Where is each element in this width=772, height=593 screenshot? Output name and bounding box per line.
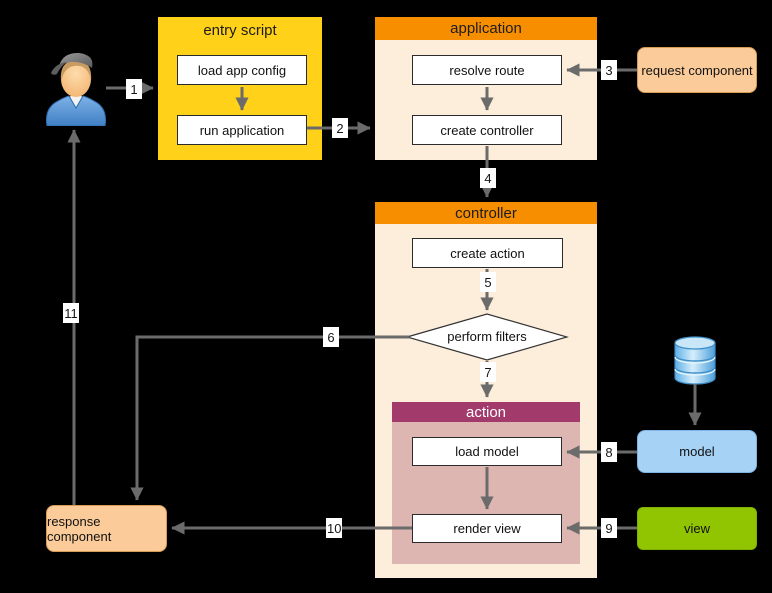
process-resolve-route: resolve route (412, 55, 562, 85)
edge-label-9: 9 (601, 518, 617, 538)
view-node: view (637, 507, 757, 550)
process-create-controller: create controller (412, 115, 562, 145)
application-title: application (375, 17, 597, 40)
edge-label-6: 6 (323, 327, 339, 347)
perform-filters-diamond (405, 313, 569, 361)
arrow-6-filters-to-response (130, 335, 409, 501)
user-icon (46, 52, 106, 126)
edge-label-2: 2 (332, 118, 348, 138)
edge-label-8: 8 (601, 442, 617, 462)
perform-filters-label: perform filters (447, 329, 527, 344)
request-component-node: request component (637, 47, 757, 93)
process-render-view: render view (412, 514, 562, 543)
edge-label-4: 4 (480, 168, 496, 188)
process-load-app-config: load app config (177, 55, 307, 85)
edge-label-10: 10 (326, 518, 343, 538)
entry-script-title: entry script (203, 22, 277, 39)
edge-label-3: 3 (601, 60, 617, 80)
database-icon (674, 336, 716, 385)
edge-label-1: 1 (126, 79, 142, 99)
edge-label-7: 7 (480, 362, 496, 382)
edge-label-11: 11 (63, 303, 79, 323)
edge-label-5: 5 (480, 272, 496, 292)
process-load-model: load model (412, 437, 562, 466)
controller-title: controller (375, 202, 597, 224)
process-run-application: run application (177, 115, 307, 145)
process-create-action: create action (412, 238, 563, 268)
action-title: action (392, 402, 580, 422)
model-node: model (637, 430, 757, 473)
response-component-node: response component (46, 505, 167, 552)
